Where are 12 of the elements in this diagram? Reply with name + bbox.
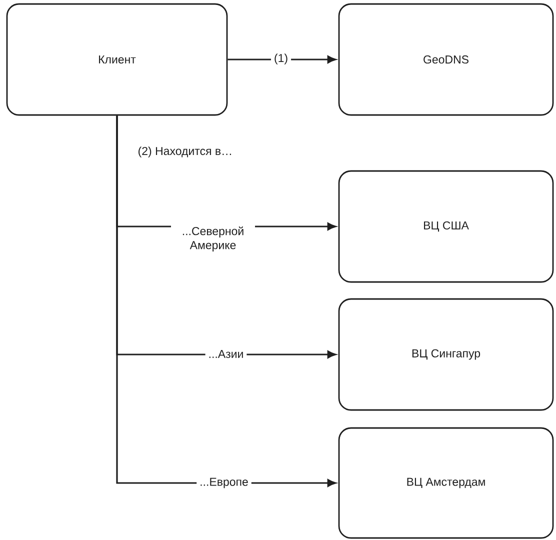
note-text: (2) Находится в…: [138, 146, 231, 158]
edge-label: ...Азии: [205, 346, 247, 361]
edge-label: ...Северной Америке: [171, 224, 255, 254]
process-box: GeoDNS: [338, 3, 554, 116]
edge-label: ...Европе: [196, 474, 252, 492]
process-box: ВЦ США: [338, 170, 554, 283]
edge-label: (1): [270, 50, 292, 68]
arrow: [228, 56, 336, 64]
process-box: ВЦ Амстердам: [338, 427, 554, 539]
process-box: ВЦ Сингапур: [338, 298, 554, 411]
arrow: [116, 116, 336, 487]
process-box: Клиент: [6, 3, 228, 116]
